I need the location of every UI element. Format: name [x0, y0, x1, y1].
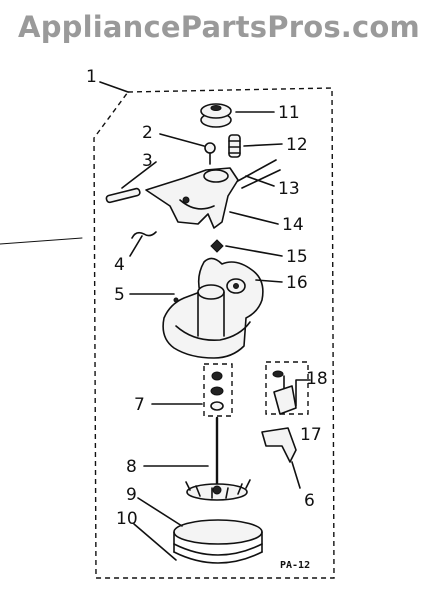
diagram-code: PA-12: [280, 560, 310, 571]
seal-kit-part: [203, 363, 233, 417]
screw-part: [204, 142, 216, 165]
callout-9: 9: [126, 485, 137, 505]
callout-7: 7: [134, 395, 145, 415]
wire-spring-part: [131, 231, 157, 239]
callout-4: 4: [114, 255, 125, 275]
callout-16: 16: [286, 273, 308, 293]
callout-2: 2: [142, 123, 153, 143]
pump-housing-part: [162, 257, 264, 359]
pulley-part: [200, 103, 232, 128]
callout-13: 13: [278, 179, 300, 199]
callout-1: 1: [86, 67, 97, 87]
callout-14: 14: [282, 215, 304, 235]
callout-8: 8: [126, 457, 137, 477]
impeller-part: [185, 416, 251, 501]
pivot-pin-part: [105, 187, 141, 204]
callout-6: 6: [304, 491, 315, 511]
callout-17: 17: [300, 425, 322, 445]
watermark-logo: AppliancePartsPros.com: [18, 10, 420, 44]
callout-15: 15: [286, 247, 308, 267]
gasket-ring-part: [173, 519, 263, 564]
spring-part: [228, 134, 241, 158]
callout-11: 11: [278, 103, 300, 123]
callout-10: 10: [116, 509, 138, 529]
callout-12: 12: [286, 135, 308, 155]
callout-5: 5: [114, 285, 125, 305]
washer-part: [210, 239, 224, 253]
valve-part: [265, 361, 309, 415]
assembly-outline: [93, 87, 335, 579]
callout-3: 3: [142, 151, 153, 171]
callout-18: 18: [306, 369, 328, 389]
lever-part: [145, 167, 239, 229]
clip-part: [235, 159, 281, 189]
leader-lines: [0, 81, 311, 561]
flap-part: [261, 427, 297, 463]
